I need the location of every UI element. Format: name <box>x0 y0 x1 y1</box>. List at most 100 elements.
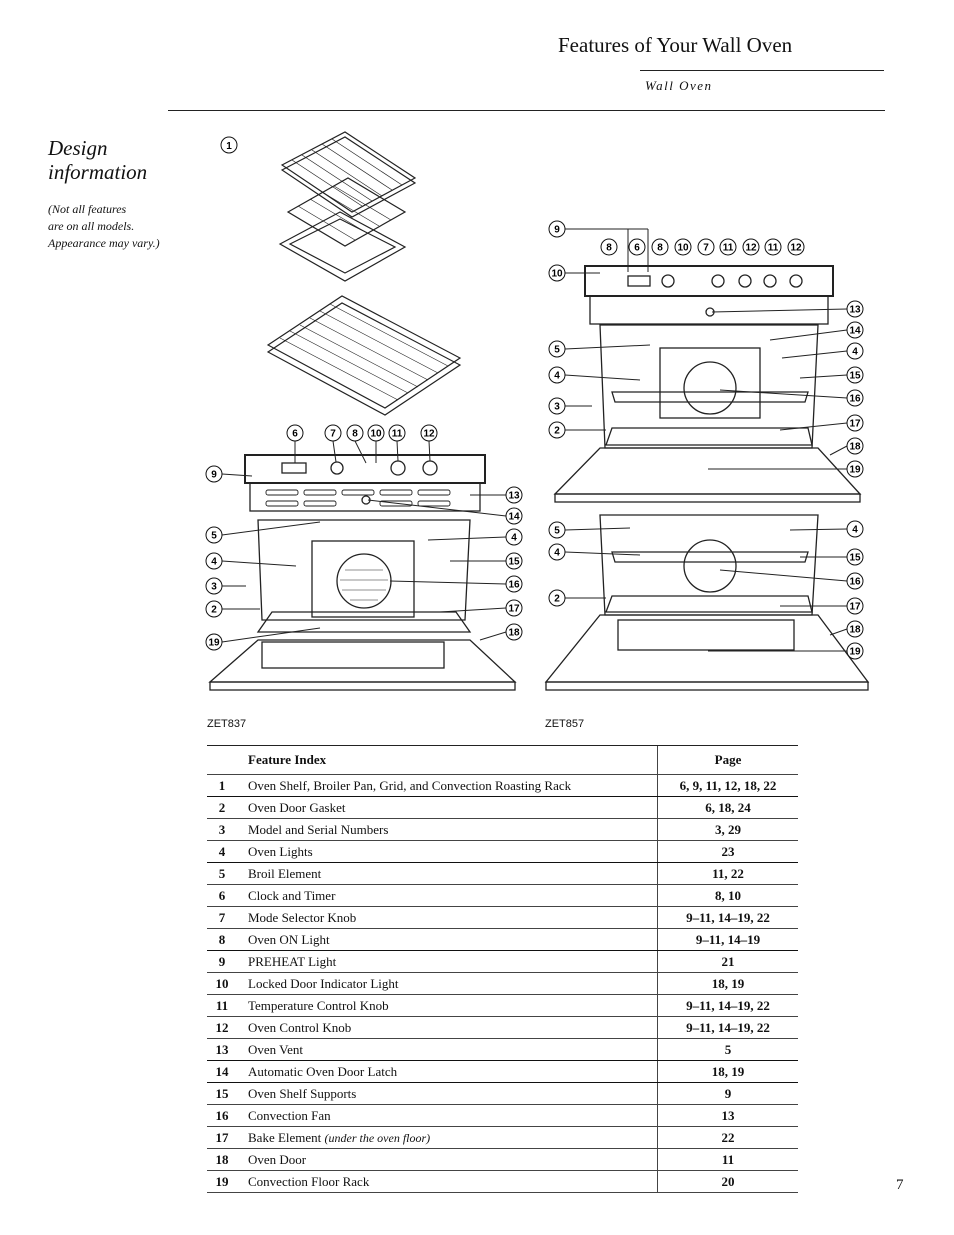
callout-circle <box>205 526 223 544</box>
callout-double-left-upper: 2 <box>548 421 566 439</box>
callout-double-right-upper: 15 <box>846 366 864 384</box>
feature-name: Model and Serial Numbers <box>237 818 658 841</box>
callout-circle <box>846 342 864 360</box>
feature-label: Convection Floor Rack <box>248 1173 370 1189</box>
feature-label: Clock and Timer <box>248 887 336 903</box>
feature-label: Oven Door Gasket <box>248 799 346 815</box>
leader-lines <box>221 228 848 652</box>
callout-circle <box>846 414 864 432</box>
callout-single-left-callouts: 5 <box>205 526 223 544</box>
note-line-1: (Not all features <box>48 202 127 216</box>
feature-pages: 13 <box>657 1104 798 1127</box>
accessories-illustration <box>266 131 462 416</box>
callout-double-right-upper: 16 <box>846 389 864 407</box>
feature-name: Temperature Control Knob <box>237 994 658 1017</box>
callout-number: 4 <box>852 347 858 358</box>
feature-number: 6 <box>207 884 237 907</box>
feature-pages: 11 <box>657 1148 798 1171</box>
callout-circle <box>205 577 223 595</box>
feature-name: Convection Floor Rack <box>237 1170 658 1193</box>
callout-double-left-upper: 3 <box>548 397 566 415</box>
callout-number: 7 <box>330 429 336 440</box>
callout-single-top-callouts: 7 <box>324 424 342 442</box>
callout-circle <box>548 264 566 282</box>
callout-circle <box>505 599 523 617</box>
callout-single-right-callouts: 15 <box>505 552 523 570</box>
callout-circle <box>846 460 864 478</box>
feature-label: Mode Selector Knob <box>248 909 357 925</box>
callout-circle <box>346 424 364 442</box>
feature-pages: 11, 22 <box>657 862 798 885</box>
feature-name: Oven Control Knob <box>237 1016 658 1039</box>
callout-circle <box>205 465 223 483</box>
feature-name: Oven ON Light <box>237 928 658 951</box>
callout-circle <box>548 521 566 539</box>
callout-single-left-callouts: 3 <box>205 577 223 595</box>
callout-circle <box>505 623 523 641</box>
callout-double-left-upper: 5 <box>548 340 566 358</box>
feature-pages: 3, 29 <box>657 818 798 841</box>
feature-pages: 21 <box>657 950 798 973</box>
subtitle-rule <box>640 70 884 71</box>
callout-number: 17 <box>849 602 861 613</box>
callout-number: 18 <box>849 625 861 636</box>
callout-number: 4 <box>852 525 858 536</box>
feature-number: 18 <box>207 1148 237 1171</box>
callout-number: 15 <box>849 371 861 382</box>
callout-single-right-callouts: 16 <box>505 575 523 593</box>
feature-pages: 18, 19 <box>657 1060 798 1083</box>
feature-label: Oven Vent <box>248 1041 304 1057</box>
callout-double-left-lower: 5 <box>548 521 566 539</box>
callout-number: 12 <box>423 429 435 440</box>
feature-pages: 6, 9, 11, 12, 18, 22 <box>657 774 798 797</box>
feature-name: Broil Element <box>237 862 658 885</box>
feature-number: 17 <box>207 1126 237 1149</box>
callout-circle <box>548 543 566 561</box>
callout-circle <box>505 507 523 525</box>
callout-circle <box>420 424 438 442</box>
callout-circle <box>548 421 566 439</box>
callout-number: 18 <box>508 628 520 639</box>
callout-number: 11 <box>768 243 779 254</box>
callout-number: 10 <box>370 429 382 440</box>
callout-number: 3 <box>554 402 560 413</box>
callout-circle <box>505 486 523 504</box>
feature-number: 14 <box>207 1060 237 1083</box>
feature-number: 2 <box>207 796 237 819</box>
feature-note: (under the oven floor) <box>324 1130 431 1145</box>
feature-name: Oven Shelf Supports <box>237 1082 658 1105</box>
callout-circle <box>846 321 864 339</box>
callout-single-right-callouts: 18 <box>505 623 523 641</box>
callout-number: 12 <box>790 243 802 254</box>
feature-name: Oven Shelf, Broiler Pan, Grid, and Conve… <box>237 774 658 797</box>
page-number: 7 <box>896 1177 904 1193</box>
callout-double-right-lower: 18 <box>846 620 864 638</box>
callout-circle <box>286 424 304 442</box>
callout-double-top-extra: 9 <box>548 220 566 238</box>
callout-double-top-callouts: 12 <box>787 238 805 256</box>
feature-pages: 9–11, 14–19, 22 <box>657 994 798 1017</box>
callout-double-right-upper: 4 <box>846 342 864 360</box>
callout-circle <box>367 424 385 442</box>
callout-circle <box>742 238 760 256</box>
callout-number: 5 <box>211 531 217 542</box>
callout-number: 13 <box>508 491 520 502</box>
callout-circle <box>846 520 864 538</box>
callout-number: 4 <box>211 557 217 568</box>
feature-label: Oven Shelf, Broiler Pan, Grid, and Conve… <box>248 777 572 793</box>
callout-single-top-callouts: 10 <box>367 424 385 442</box>
feature-number: 12 <box>207 1016 237 1039</box>
callout-circle <box>548 589 566 607</box>
callout-number: 5 <box>554 345 560 356</box>
note-line-3: Appearance may vary.) <box>48 236 160 250</box>
callout-circle <box>846 548 864 566</box>
feature-pages: 6, 18, 24 <box>657 796 798 819</box>
feature-number: 7 <box>207 906 237 929</box>
